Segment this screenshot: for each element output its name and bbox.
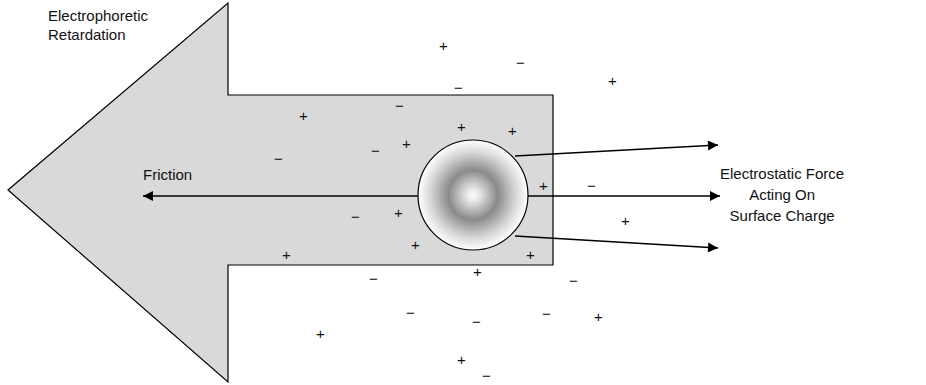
force-arrow [515, 145, 718, 156]
ion-charge: − [351, 209, 360, 224]
ion-charge: + [473, 264, 482, 279]
ion-charge: + [621, 213, 630, 228]
ion-charge: + [508, 123, 517, 138]
ion-charge: − [369, 271, 378, 286]
ion-charge: − [395, 98, 404, 113]
force-arrow [528, 195, 720, 197]
ion-charge: − [587, 178, 596, 193]
ion-charge: + [457, 119, 466, 134]
ion-charge: + [457, 352, 466, 367]
ion-charge: + [402, 136, 411, 151]
arrow-heading: Electrophoretic Retardation [48, 6, 148, 44]
force-label: Friction [143, 164, 192, 185]
ion-charge: + [526, 247, 535, 262]
ion-charge: − [472, 314, 481, 329]
label-line: Electrostatic Force [720, 163, 844, 184]
ion-charge: − [406, 305, 415, 320]
ion-charge: + [299, 108, 308, 123]
friction-arrow [143, 195, 419, 197]
ion-charge: − [274, 151, 283, 166]
force-arrow [515, 236, 718, 248]
ion-charge: + [411, 237, 420, 252]
ion-charge: − [542, 306, 551, 321]
ion-charge: − [482, 368, 491, 383]
label-line: Surface Charge [720, 205, 844, 226]
ion-charge: + [608, 73, 617, 88]
charged-particle [418, 140, 528, 250]
label-line: Acting On [720, 184, 844, 205]
ion-charge: + [439, 38, 448, 53]
ion-charge: + [594, 309, 603, 324]
ion-charge: − [371, 143, 380, 158]
force-label: Electrostatic Force Acting On Surface Ch… [720, 163, 844, 226]
arrow-shape [8, 3, 553, 382]
ion-charge: + [282, 247, 291, 262]
ion-charge: − [516, 55, 525, 70]
ion-charge: − [454, 80, 463, 95]
ion-charge: + [316, 326, 325, 341]
ion-charge: − [569, 273, 578, 288]
ion-charge: + [539, 178, 548, 193]
ion-charge: + [394, 205, 403, 220]
